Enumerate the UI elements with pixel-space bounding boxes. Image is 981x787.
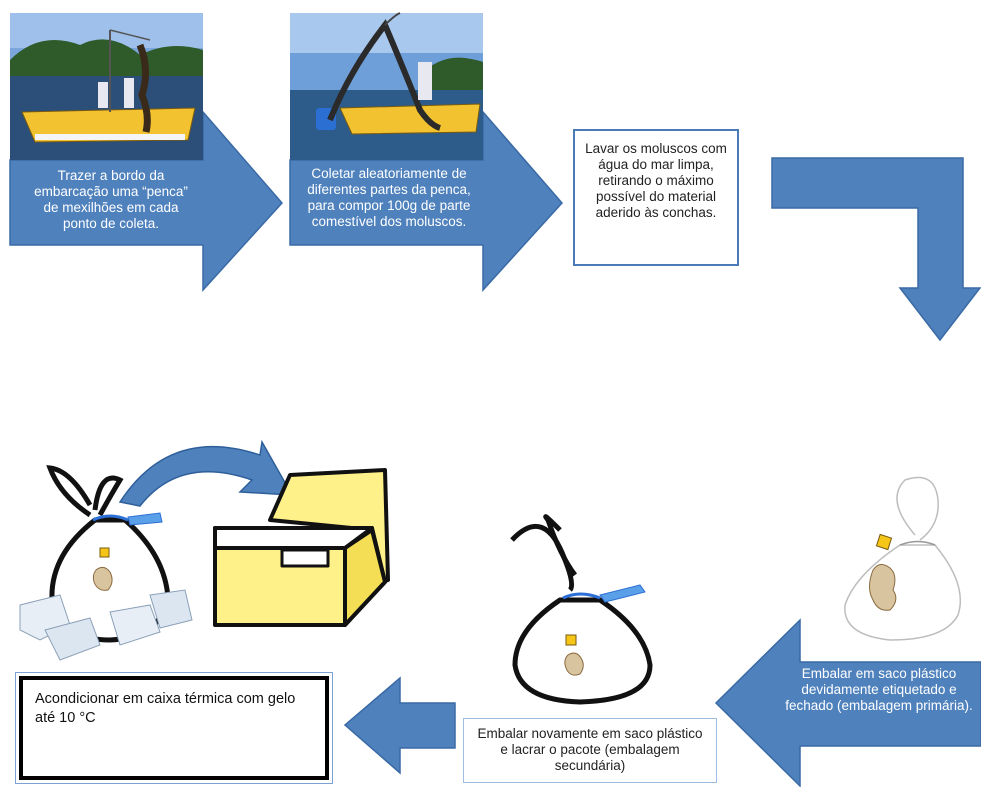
photo-boat-2 xyxy=(290,12,483,160)
step2-text: Coletar aleatoriamente de diferentes par… xyxy=(307,166,471,229)
bag-with-ice-illustration xyxy=(19,465,193,661)
step4-text: Embalar em saco plástico devidamente eti… xyxy=(785,666,973,713)
step3-text: Lavar os moluscos com água do mar limpa,… xyxy=(585,141,727,220)
step4-arrow-shape xyxy=(714,618,981,787)
bag-primary-illustration xyxy=(844,476,962,641)
label-tag-icon xyxy=(875,533,893,551)
label-tag-icon-2 xyxy=(565,634,577,646)
photo-boat-1 xyxy=(10,13,203,160)
step6-box: Acondicionar em caixa térmica com gelo a… xyxy=(15,672,333,784)
step5-text: Embalar novamente em saco plástico e lac… xyxy=(477,726,703,773)
mussel-icon-2 xyxy=(564,652,584,676)
curved-arrow-to-cooler xyxy=(118,439,294,507)
step1-text: Trazer a bordo da embarcação uma “penca”… xyxy=(34,168,188,231)
step3-box: Lavar os moluscos com água do mar limpa,… xyxy=(573,129,739,266)
bent-arrow-down xyxy=(771,157,981,342)
step6-text: Acondicionar em caixa térmica com gelo a… xyxy=(19,676,329,780)
thermal-cooler-illustration xyxy=(213,468,390,627)
mussel-icon xyxy=(869,564,897,611)
left-arrow-small xyxy=(343,676,456,775)
label-tag-icon-3 xyxy=(99,547,110,558)
bag-secondary-illustration xyxy=(510,514,653,705)
mussel-icon-3 xyxy=(92,566,113,591)
step5-box: Embalar novamente em saco plástico e lac… xyxy=(463,718,717,783)
